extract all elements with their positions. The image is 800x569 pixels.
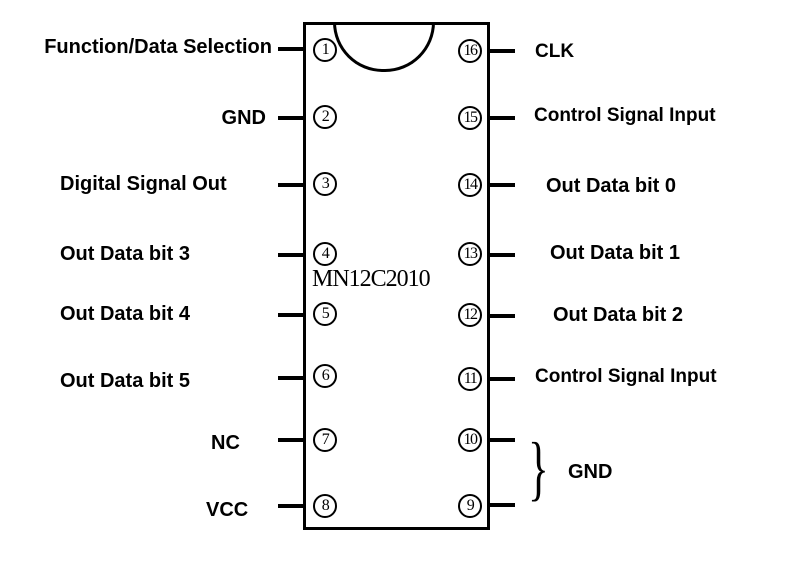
pin-10-number: 10 [458,428,482,452]
pin-13-lead [489,253,515,257]
pin-1-lead [278,47,304,51]
pin-16-label: CLK [535,41,575,62]
pin-12-label: Out Data bit 2 [553,304,684,326]
pin-12-number: 12 [458,303,482,327]
pin-6-number: 6 [313,364,337,388]
pin-4-label: Out Data bit 3 [60,243,191,265]
pin-4-lead [278,253,304,257]
pin-3-lead [278,183,304,187]
pin-16-lead [489,49,515,53]
pin-14-number: 14 [458,173,482,197]
pin-5-label: Out Data bit 4 [60,303,191,325]
pin-3-number: 3 [313,172,337,196]
pin-11-label: Control Signal Input [535,366,717,387]
pin-2-number: 2 [313,105,337,129]
pin-1-number: 1 [313,38,337,62]
pin-15-label: Control Signal Input [534,105,716,126]
chip-name: MN12C2010 [312,266,431,292]
pin-2-label: GND [221,107,266,129]
pin-7-label: NC [211,432,240,454]
pin-13-label: Out Data bit 1 [550,242,681,264]
pin-6-lead [278,376,304,380]
pin-9-lead [489,503,515,507]
gnd-group-brace: } [528,428,549,508]
gnd-group-label: GND [568,461,613,483]
pin-3-label: Digital Signal Out [60,173,227,195]
pin-4-number: 4 [313,242,337,266]
pin-7-number: 7 [313,428,337,452]
pin-8-number: 8 [313,494,337,518]
pin-6-label: Out Data bit 5 [60,370,191,392]
pin-16-number: 16 [458,39,482,63]
pin-11-lead [489,377,515,381]
pin-1-label: Function/Data Selection [44,36,272,58]
pin-13-number: 13 [458,242,482,266]
pin-8-lead [278,504,304,508]
pin-12-lead [489,314,515,318]
pin-11-number: 11 [458,367,482,391]
pin-9-number: 9 [458,494,482,518]
pin-5-number: 5 [313,302,337,326]
pin-2-lead [278,116,304,120]
pin-8-label: VCC [206,499,249,521]
pin-15-lead [489,116,515,120]
pin-7-lead [278,438,304,442]
pin-10-lead [489,438,515,442]
pin-14-label: Out Data bit 0 [546,175,677,197]
pin-5-lead [278,313,304,317]
pin-14-lead [489,183,515,187]
pin-15-number: 15 [458,106,482,130]
